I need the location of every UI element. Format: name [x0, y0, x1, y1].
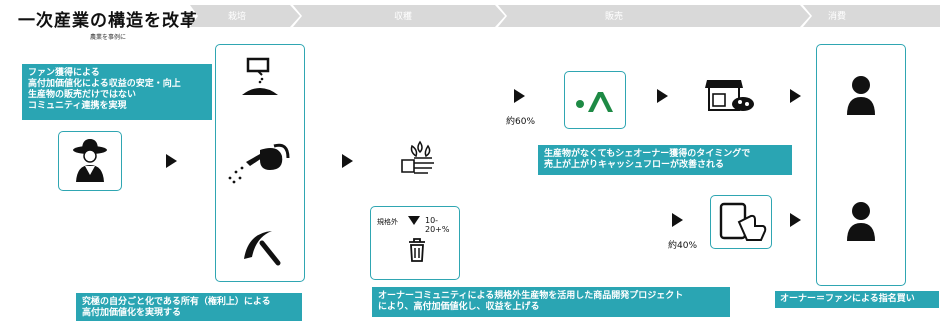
fan-note-line: ファン獲得による	[28, 68, 100, 78]
fan-note-line: 生産物の販売だけではない	[28, 90, 137, 100]
person-icon	[847, 202, 875, 241]
consumer-box	[816, 44, 906, 286]
sickle-icon	[244, 231, 281, 266]
flow-arrow	[514, 89, 525, 103]
flow-arrow	[672, 213, 683, 227]
ownership-note-line: 究極の自分ごと化である所有（権利上）による	[82, 297, 271, 307]
person-icon	[847, 76, 875, 115]
farmer-icon	[73, 139, 107, 182]
ownership-note: 究極の自分ごと化である所有（権利上）による 高付加価値化を実現する	[76, 293, 302, 321]
cultivation-box	[215, 44, 305, 282]
offspec-box: 規格外 10-20+%	[370, 206, 460, 280]
shop-icon	[705, 80, 754, 111]
farmer-box	[58, 131, 122, 191]
flow-arrow	[790, 89, 801, 103]
stage-cultivation: 栽培	[228, 12, 247, 22]
down-triangle-icon	[408, 216, 420, 225]
page-title: 一次産業の構造を改革	[18, 11, 198, 31]
community-note-line: により、高付加価値化し、収益を上げる	[378, 302, 540, 312]
cashflow-note: 生産物がなくてもシェオーナー獲得のタイミングで 売上が上がりキャッシュフローが改…	[538, 145, 792, 175]
fan-note-line: 高付加価値化による収益の安定・向上	[28, 79, 181, 89]
share-40-label: 約40%	[668, 241, 698, 251]
ja-box	[564, 71, 626, 129]
offspec-label: 規格外	[377, 218, 398, 226]
flow-arrow	[657, 89, 668, 103]
fan-note-line: コミュニティ連携を実現	[28, 101, 127, 111]
online-box	[710, 195, 772, 249]
offspec-range: 10-20+%	[425, 216, 450, 234]
stage-consumption: 消費	[828, 12, 847, 22]
cashflow-note-line: 売上が上がりキャッシュフローが改善される	[544, 160, 725, 170]
cashflow-note-line: 生産物がなくてもシェオーナー獲得のタイミングで	[544, 149, 751, 159]
harvest-hand-icon	[401, 140, 434, 174]
flow-arrow	[342, 154, 353, 168]
page-subtitle: 農業を事例に	[90, 34, 127, 41]
seed-icon	[242, 57, 278, 95]
fan-note: ファン獲得による 高付加価値化による収益の安定・向上 生産物の販売だけではない …	[22, 64, 212, 120]
ownership-note-line: 高付加価値化を実現する	[82, 308, 182, 318]
stage-harvest: 収穫	[394, 12, 413, 22]
community-note-line: オーナーコミュニティによる規格外生産物を活用した商品開発プロジェクト	[378, 291, 684, 301]
ja-logo-icon	[576, 92, 613, 112]
community-note: オーナーコミュニティによる規格外生産物を活用した商品開発プロジェクト により、高…	[372, 287, 730, 317]
watering-can-icon	[228, 143, 290, 184]
flow-arrow	[166, 154, 177, 168]
share-60-label: 約60%	[506, 117, 536, 127]
stage-bar: 栽培 収穫 販売 消費	[190, 5, 940, 27]
stage-sales: 販売	[605, 12, 624, 22]
trash-icon	[409, 238, 425, 262]
tablet-touch-icon	[719, 202, 767, 241]
consume-note: オーナー＝ファンによる指名買い	[775, 291, 939, 308]
flow-arrow	[790, 213, 801, 227]
